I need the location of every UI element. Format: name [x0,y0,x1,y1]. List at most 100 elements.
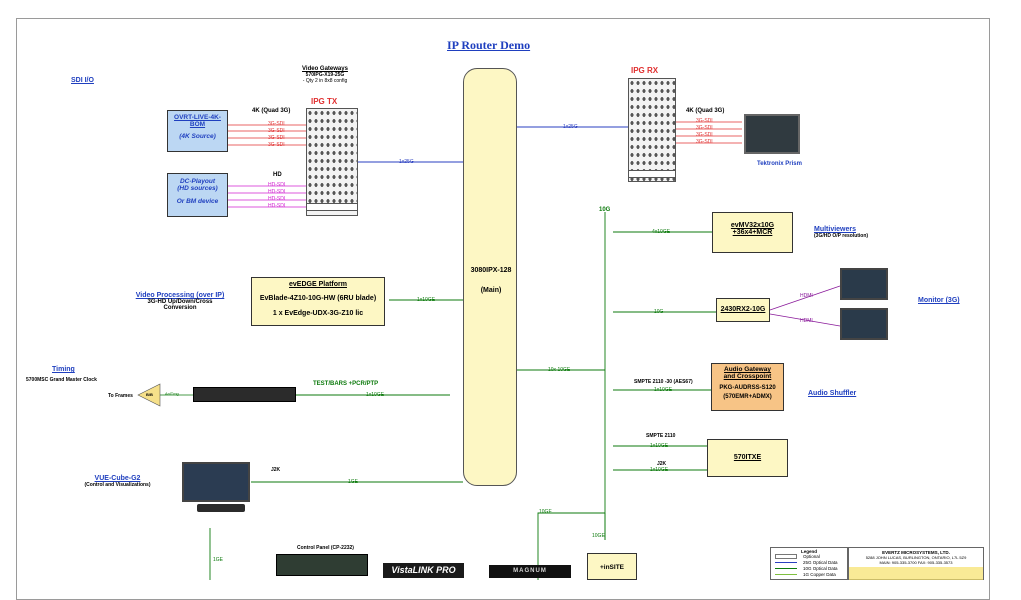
multiviewer-box[interactable]: evMV32x10G +36x4+MCR [712,212,793,253]
tektronix-label: Tektronix Prism [757,161,802,167]
legend-item-3: 1G Copper Data [803,572,836,577]
audio-gateway-line2: and Crosspoint [723,373,772,380]
legend-item-0: Optional [803,554,820,559]
monitor-2 [840,308,888,340]
magnum-logo: MAGNUM [489,565,571,578]
sdi-hd-3: HD-SDI [268,203,286,209]
to-frames-label: To Frames [108,393,133,399]
source-hd-line3: Or BM device [176,198,219,205]
bb-label: B/B [146,392,153,397]
source-4k-line1: OVRT-LIVE-4K- [174,114,221,121]
company-phone: MAIN: 905-335-3700 FAX: 905-335-3573 [879,560,953,565]
grand-master-clock-device [193,387,296,402]
source-4k-box[interactable]: OVRT-LIVE-4K- BOM (4K Source) [167,110,228,152]
itxe-box[interactable]: 570ITXE [707,439,788,477]
itxe-10g-label-a: 1x10GE [650,443,669,449]
ipg-tx-device [306,108,358,216]
page-title: IP Router Demo [447,38,531,52]
company-name: EVERTZ MICROSYSTEMS, LTD. [882,550,950,555]
sdi-3g-tx-2: 3G-SDI [268,135,285,141]
sdi-3g-tx-1: 3G-SDI [268,128,285,134]
legend-item-1g: 1G Copper Data [775,572,847,578]
evedge-heading: evEDGE Platform [289,281,347,288]
legend-item-10g: 10G Optical Data [775,566,847,572]
timing-heading: Timing [52,366,75,373]
insite-box[interactable]: +inSITE [587,553,637,580]
ten-g-label: 10G [599,207,611,213]
sdi-hd-2: HD-SDI [268,196,286,202]
source-4k-line2: BOM [189,121,206,128]
tektronix-prism-image [744,114,800,154]
timing-10g-label: 1x10GE [366,392,385,398]
video-processing-title[interactable]: Video Processing (over IP) [135,292,225,299]
sdi-3g-rx-labels: 3G-SDI 3G-SDI 3G-SDI 3G-SDI [696,118,713,146]
sdi-3g-rx-3: 3G-SDI [696,139,713,145]
sdi-io-heading[interactable]: SDI I/O [71,77,94,84]
sdi-hd-labels: HD-SDI HD-SDI HD-SDI HD-SDI [268,182,285,210]
control-panel-label: Control Panel (CP-2232) [297,545,354,551]
smpte-2110-label: SMPTE 2110 [646,433,676,439]
multiviewers-title[interactable]: Multiviewers [814,226,857,233]
company-stamp [849,567,983,580]
vue-j2k-label: J2K [271,467,281,473]
sdi-hd-0: HD-SDI [268,182,286,188]
audio-gateway-box[interactable]: Audio Gateway and Crosspoint PKG-AUDRSS-… [711,363,784,411]
video-gateways-title: Video Gateways [302,66,348,72]
vistalink-logo: VistaLINK PRO [383,563,464,578]
vue-cube-display [182,462,250,502]
vista-1g-label: 1GE [213,557,224,563]
ipg-rx-device [628,78,676,182]
video-processing-heading: Video Processing (over IP) 3G-HD Up/Down… [125,292,235,311]
video-gateways-model: 570IPG-X19-25G [305,72,345,78]
legend-box: Legend Optional 25G Optical Data 10G Opt… [770,547,848,580]
video-processing-line2: Conversion [163,305,197,311]
down-10g-label: 10GE [539,509,552,515]
hdmi-label-2: HDMI [800,318,813,324]
label-hd: HD [273,172,282,178]
company-address: 5288 JOHN LUCAS, BURLINGTON, ONTARIO, L7… [865,555,967,560]
router-main[interactable]: 3080IPX-128 (Main) [463,68,517,486]
video-gateways-heading: Video Gateways 570IPG-X19-25G - Qty 2 in… [290,66,360,84]
ipg-rx-label-plate [628,170,676,178]
vue-title[interactable]: VUE-Cube-G2 [94,475,141,482]
source-hd-box[interactable]: DC-Playout (HD sources) Or BM device [167,173,228,217]
video-processing-line1: 3G-HD Up/Down/Cross [147,299,213,305]
source-hd-line2: (HD sources) [177,185,218,192]
legend-item-2: 10G Optical Data [803,566,838,571]
vue-1g-label: 1GE [348,479,359,485]
rx2-10g-label: 10G [654,309,664,315]
timing-sub: 5700MSC Grand Master Clock [26,377,97,383]
company-box: EVERTZ MICROSYSTEMS, LTD. 5288 JOHN LUCA… [848,547,984,580]
ipg-rx-label: IPG RX [631,66,659,75]
label-4k-tx: 4K (Quad 3G) [252,108,291,114]
audio-10g-label: 1x10GE [654,387,673,393]
legend-item-25g: 25G Optical Data [775,560,847,566]
hdmi-label-1: HDMI [800,293,813,299]
itxe-10g-label-b: 1x10GE [650,467,669,473]
sdi-3g-tx-0: 3G-SDI [268,121,285,127]
main-10g-label: 10x 10GE [548,367,571,373]
router-sub: (Main) [480,287,502,294]
legend-heading: Legend [800,549,817,554]
test-bars-label: TEST/BARS +PCR/PTP [313,381,379,387]
audio-shuffler-label[interactable]: Audio Shuffler [808,390,857,397]
monitor-3g-label[interactable]: Monitor (3G) [918,297,960,304]
multiviewers-heading: Multiviewers (3G/HD O/P resolution) [814,226,868,239]
evedge-line1: EvBlade-4Z10-10G-HW (6RU blade) [259,295,377,302]
sdi-3g-tx-labels: 3G-SDI 3G-SDI 3G-SDI 3G-SDI [268,121,285,149]
vue-cube-base [197,504,245,512]
legend-items: Optional 25G Optical Data 10G Optical Da… [775,554,847,578]
legend-item-optional: Optional [775,554,847,560]
timing-title[interactable]: Timing [52,366,75,373]
audio-gateway-line3: PKG-AUDRSS-S120 [719,385,776,391]
analog-timing-label: AnlTmg [165,391,179,396]
vue-sub: (Control and Visualizations) [84,482,151,488]
evedge-box[interactable]: evEDGE Platform EvBlade-4Z10-10G-HW (6RU… [251,277,385,326]
source-hd-line1: DC-Playout [179,178,216,185]
control-panel-device [276,554,368,576]
edge-10g-label: 1x10GE [417,297,436,303]
rx-25g-label: 1x25G [563,124,578,130]
multiviewers-sub: (3G/HD O/P resolution) [814,233,869,239]
audio-gateway-line4: (570EMR+ADMX) [723,394,772,400]
rx2-box[interactable]: 2430RX2-10G [716,298,770,322]
